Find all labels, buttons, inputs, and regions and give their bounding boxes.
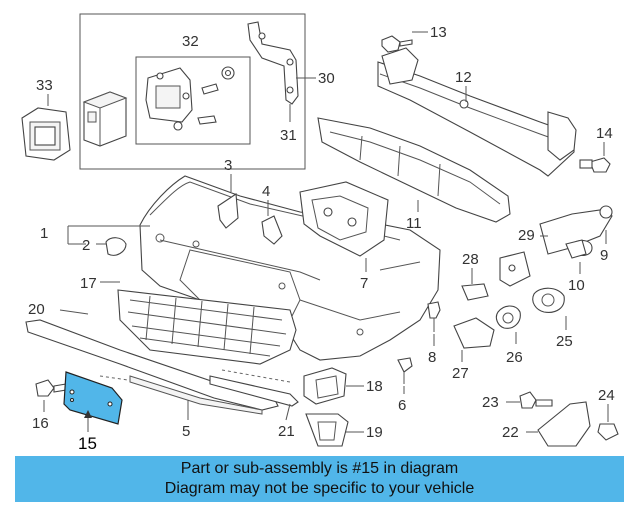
bracket-9-part — [499, 251, 531, 287]
callout-8: 8 — [428, 349, 436, 366]
banner-line-disclaimer: Diagram may not be specific to your vehi… — [164, 480, 475, 497]
lower-trim-21-part — [209, 375, 299, 407]
bracket-7-part — [299, 181, 389, 257]
lower-trim-5-part — [129, 375, 263, 415]
callout-17: 17 — [80, 275, 97, 292]
inset-box — [79, 13, 306, 170]
screw-8-part — [427, 301, 441, 332]
callout-21: 21 — [278, 423, 295, 440]
callout-13: 13 — [430, 24, 447, 41]
lower-trim-20-part — [25, 319, 279, 411]
bracket-19-part — [305, 413, 349, 447]
callout-7: 7 — [360, 275, 368, 292]
callout-5: 5 — [182, 423, 190, 440]
bolt-14-part — [579, 157, 611, 173]
info-banner: Part or sub-assembly is #15 in diagram D… — [15, 456, 624, 502]
callout-32: 32 — [182, 33, 199, 50]
highlight-arrow — [84, 410, 92, 418]
radar-sensor-part — [82, 91, 128, 147]
bracket-18-part — [303, 367, 347, 405]
cap-2-part — [105, 237, 127, 256]
callout-33: 33 — [36, 77, 53, 94]
callout-6: 6 — [398, 397, 406, 414]
clip-24-part — [597, 423, 619, 441]
parts-diagram: 1 2 3 4 5 6 7 8 9 10 11 12 13 14 16 17 1… — [21, 13, 619, 453]
callout-27: 27 — [452, 365, 469, 382]
callout-20: 20 — [28, 301, 45, 318]
sensor-10-part — [565, 239, 587, 259]
callout-12: 12 — [455, 69, 472, 86]
license-bracket-15-part — [63, 371, 123, 425]
inset-subbox — [135, 56, 251, 145]
callout-30: 30 — [318, 70, 335, 87]
sensor-26-part — [495, 305, 521, 329]
callout-3: 3 — [224, 157, 232, 174]
clip-3-part — [217, 193, 239, 229]
callout-16: 16 — [32, 415, 49, 432]
callout-28: 28 — [462, 251, 479, 268]
lamp-frame-33-part — [21, 107, 71, 161]
bolt-23-part — [519, 391, 553, 409]
sensor-25-part — [532, 287, 565, 313]
callout-11: 11 — [406, 215, 422, 232]
callout-26: 26 — [506, 349, 523, 366]
callout-22: 22 — [502, 424, 519, 441]
callout-4: 4 — [262, 183, 270, 200]
callout-9: 9 — [600, 247, 608, 264]
callout-14: 14 — [596, 125, 613, 142]
callout-24: 24 — [598, 387, 615, 404]
callout-29: 29 — [518, 227, 535, 244]
callout-23: 23 — [482, 394, 499, 411]
bracket-27-part — [453, 317, 495, 349]
callout-31: 31 — [280, 127, 297, 144]
bracket-30-part — [247, 21, 299, 105]
bracket-4-part — [261, 215, 283, 245]
callout-15-highlighted: 15 — [78, 434, 97, 453]
banner-line-part-number: Part or sub-assembly is #15 in diagram — [180, 460, 459, 477]
callout-1: 1 — [40, 225, 48, 242]
callout-25: 25 — [556, 333, 573, 350]
bolt-13-part — [381, 35, 413, 53]
callout-18: 18 — [366, 378, 383, 395]
impact-bar-12-part — [377, 47, 577, 177]
callout-10: 10 — [568, 277, 585, 294]
absorber-11-part — [317, 117, 511, 223]
callout-2: 2 — [82, 237, 90, 254]
cover-22-part — [537, 401, 591, 447]
screw-6-part — [397, 357, 413, 384]
bolt-16-part — [35, 379, 67, 397]
callout-19: 19 — [366, 424, 383, 441]
bracket-28-part — [461, 283, 489, 301]
sensor-mount-part — [145, 66, 235, 131]
lower-grille-part — [117, 289, 297, 365]
